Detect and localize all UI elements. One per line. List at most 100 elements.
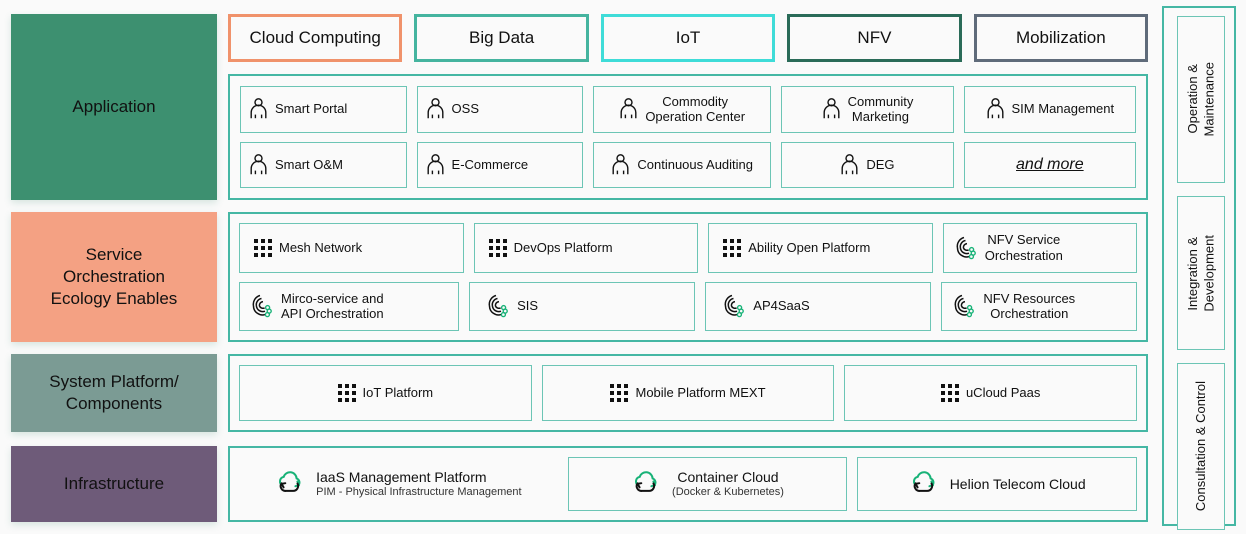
side-panel-consultation-control[interactable]: Consultation & Control (1177, 363, 1225, 530)
layer-label-text: System Platform/ Components (49, 372, 179, 413)
system-item-label: uCloud Paas (965, 385, 1041, 401)
system-platform-panel: IoT Platform Mobile Platform MEXT uCloud… (228, 354, 1148, 432)
person-icon (249, 98, 268, 120)
tab-iot[interactable]: IoT (600, 14, 776, 62)
cross-cutting-column: Operation & Maintenance Integration & De… (1162, 6, 1236, 530)
cloud-refresh-icon (275, 470, 305, 498)
person-icon (611, 153, 630, 176)
application-row-1: Smart Portal OSS Commodity Operation Cen… (240, 86, 1136, 133)
app-item-label: Smart O&M (275, 156, 343, 172)
side-panel-label: Operation & Maintenance (1184, 62, 1216, 137)
tab-label: NFV (857, 28, 892, 47)
service-item-devops-platform[interactable]: DevOps Platform (473, 223, 699, 273)
infra-item-label: Helion Telecom Cloud (949, 475, 1086, 492)
system-item-ucloud-paas[interactable]: uCloud Paas (844, 365, 1138, 421)
tab-cloud-computing[interactable]: Cloud Computing (228, 14, 403, 62)
app-item-label: DEG (866, 156, 895, 172)
app-item-community-marketing[interactable]: Community Marketing (781, 86, 954, 133)
orchestration-icon (484, 293, 510, 319)
tab-nfv[interactable]: NFV (787, 14, 962, 62)
app-item-label: Community Marketing (847, 93, 914, 125)
person-icon (822, 98, 841, 120)
app-item-continuous-auditing[interactable]: Continuous Auditing (593, 141, 772, 188)
app-item-oss[interactable]: OSS (416, 86, 584, 133)
service-item-label: NFV Service Orchestration (984, 232, 1063, 263)
side-panel-label: Integration & Development (1184, 234, 1216, 312)
person-icon (249, 153, 268, 176)
app-item-sim-management[interactable]: SIM Management (963, 86, 1136, 133)
layer-label-column: Application Service Orchestration Ecolog… (11, 0, 217, 534)
person-icon (426, 98, 445, 120)
dot-grid-icon (337, 384, 356, 402)
service-item-label: Mirco-service and API Orchestration (281, 290, 384, 322)
app-item-smart-portal[interactable]: Smart Portal (240, 86, 407, 133)
infra-item-iaas-management-platform[interactable]: IaaS Management Platform PIM - Physical … (239, 457, 558, 511)
side-panel-label: Consultation & Control (1192, 381, 1208, 512)
app-item-e-commerce[interactable]: E-Commerce (416, 141, 584, 188)
infra-item-sublabel: PIM - Physical Infrastructure Management (316, 485, 522, 498)
app-item-commodity-operation-center[interactable]: Commodity Operation Center (593, 86, 772, 133)
service-item-label: NFV Resources Orchestration (983, 290, 1076, 322)
application-panel: Smart Portal OSS Commodity Operation Cen… (228, 74, 1148, 200)
service-item-nfv-resources-orchestration[interactable]: NFV Resources Orchestration (941, 281, 1137, 331)
service-item-micro-service-api-orchestration[interactable]: Mirco-service and API Orchestration (239, 281, 460, 331)
system-item-label: IoT Platform (362, 385, 434, 401)
tab-mobilization[interactable]: Mobilization (973, 14, 1149, 62)
dot-grid-icon (488, 238, 507, 257)
tab-label: Cloud Computing (249, 28, 381, 47)
application-row-2: Smart O&M E-Commerce Continuous Auditing… (240, 141, 1136, 188)
layer-label-text: Infrastructure (63, 474, 165, 494)
person-icon (840, 153, 859, 176)
dot-grid-icon (723, 238, 742, 257)
app-item-label: E-Commerce (451, 156, 529, 172)
system-row-1: IoT Platform Mobile Platform MEXT uCloud… (239, 365, 1138, 421)
service-item-label: DevOps Platform (513, 239, 613, 255)
tab-label: Big Data (469, 28, 535, 47)
service-item-label: SIS (517, 298, 539, 314)
service-item-label: AP4SaaS (753, 298, 810, 314)
layer-label-text: Service Orchestration Ecology Enables (50, 245, 178, 308)
service-item-sis[interactable]: SIS (469, 281, 696, 331)
system-item-iot-platform[interactable]: IoT Platform (239, 365, 532, 421)
person-icon (619, 98, 638, 120)
system-item-label: Mobile Platform MEXT (635, 385, 766, 401)
side-panel-operation-maintenance[interactable]: Operation & Maintenance (1177, 16, 1225, 183)
infra-item-sublabel: (Docker & Kubernetes) (672, 485, 784, 498)
infra-item-label: IaaS Management Platform (316, 469, 487, 485)
infra-item-helion-telecom-cloud[interactable]: Helion Telecom Cloud (857, 457, 1137, 511)
layer-label-service-orchestration: Service Orchestration Ecology Enables (11, 212, 217, 342)
system-item-mobile-platform-mext[interactable]: Mobile Platform MEXT (541, 365, 835, 421)
service-item-nfv-service-orchestration[interactable]: NFV Service Orchestration (942, 223, 1137, 273)
domain-tab-row: Cloud Computing Big Data IoT NFV Mobiliz… (228, 14, 1149, 62)
service-row-2: Mirco-service and API Orchestration SIS … (239, 281, 1137, 331)
tab-label: Mobilization (1015, 28, 1106, 47)
side-panel-integration-development[interactable]: Integration & Development (1177, 196, 1225, 350)
service-item-ability-open-platform[interactable]: Ability Open Platform (708, 223, 933, 273)
service-item-mesh-network[interactable]: Mesh Network (239, 223, 464, 273)
infrastructure-row-1: IaaS Management Platform PIM - Physical … (239, 457, 1137, 511)
infrastructure-panel: IaaS Management Platform PIM - Physical … (228, 446, 1148, 522)
app-item-and-more[interactable]: and more (963, 141, 1136, 188)
person-icon (426, 153, 445, 176)
app-item-label: Continuous Auditing (637, 156, 754, 172)
service-item-ap4saas[interactable]: AP4SaaS (705, 281, 932, 331)
orchestration-icon (720, 293, 746, 319)
layer-label-infrastructure: Infrastructure (11, 446, 217, 522)
infra-item-container-cloud[interactable]: Container Cloud (Docker & Kubernetes) (567, 457, 848, 511)
tab-big-data[interactable]: Big Data (414, 14, 589, 62)
app-item-label: Commodity Operation Center (645, 93, 746, 125)
app-item-label: OSS (451, 101, 480, 117)
cloud-refresh-icon (909, 470, 939, 498)
app-item-label: SIM Management (1011, 101, 1115, 117)
app-item-deg[interactable]: DEG (781, 141, 954, 188)
service-row-1: Mesh Network DevOps Platform Ability Ope… (239, 223, 1137, 273)
main-content-column: Cloud Computing Big Data IoT NFV Mobiliz… (228, 0, 1149, 534)
app-item-smart-om[interactable]: Smart O&M (240, 141, 407, 188)
layer-label-system-platform: System Platform/ Components (11, 354, 217, 432)
orchestration-icon (952, 235, 978, 261)
dot-grid-icon (254, 238, 272, 257)
service-item-label: Ability Open Platform (748, 239, 871, 255)
person-icon (986, 98, 1005, 120)
app-item-label: Smart Portal (275, 101, 348, 117)
